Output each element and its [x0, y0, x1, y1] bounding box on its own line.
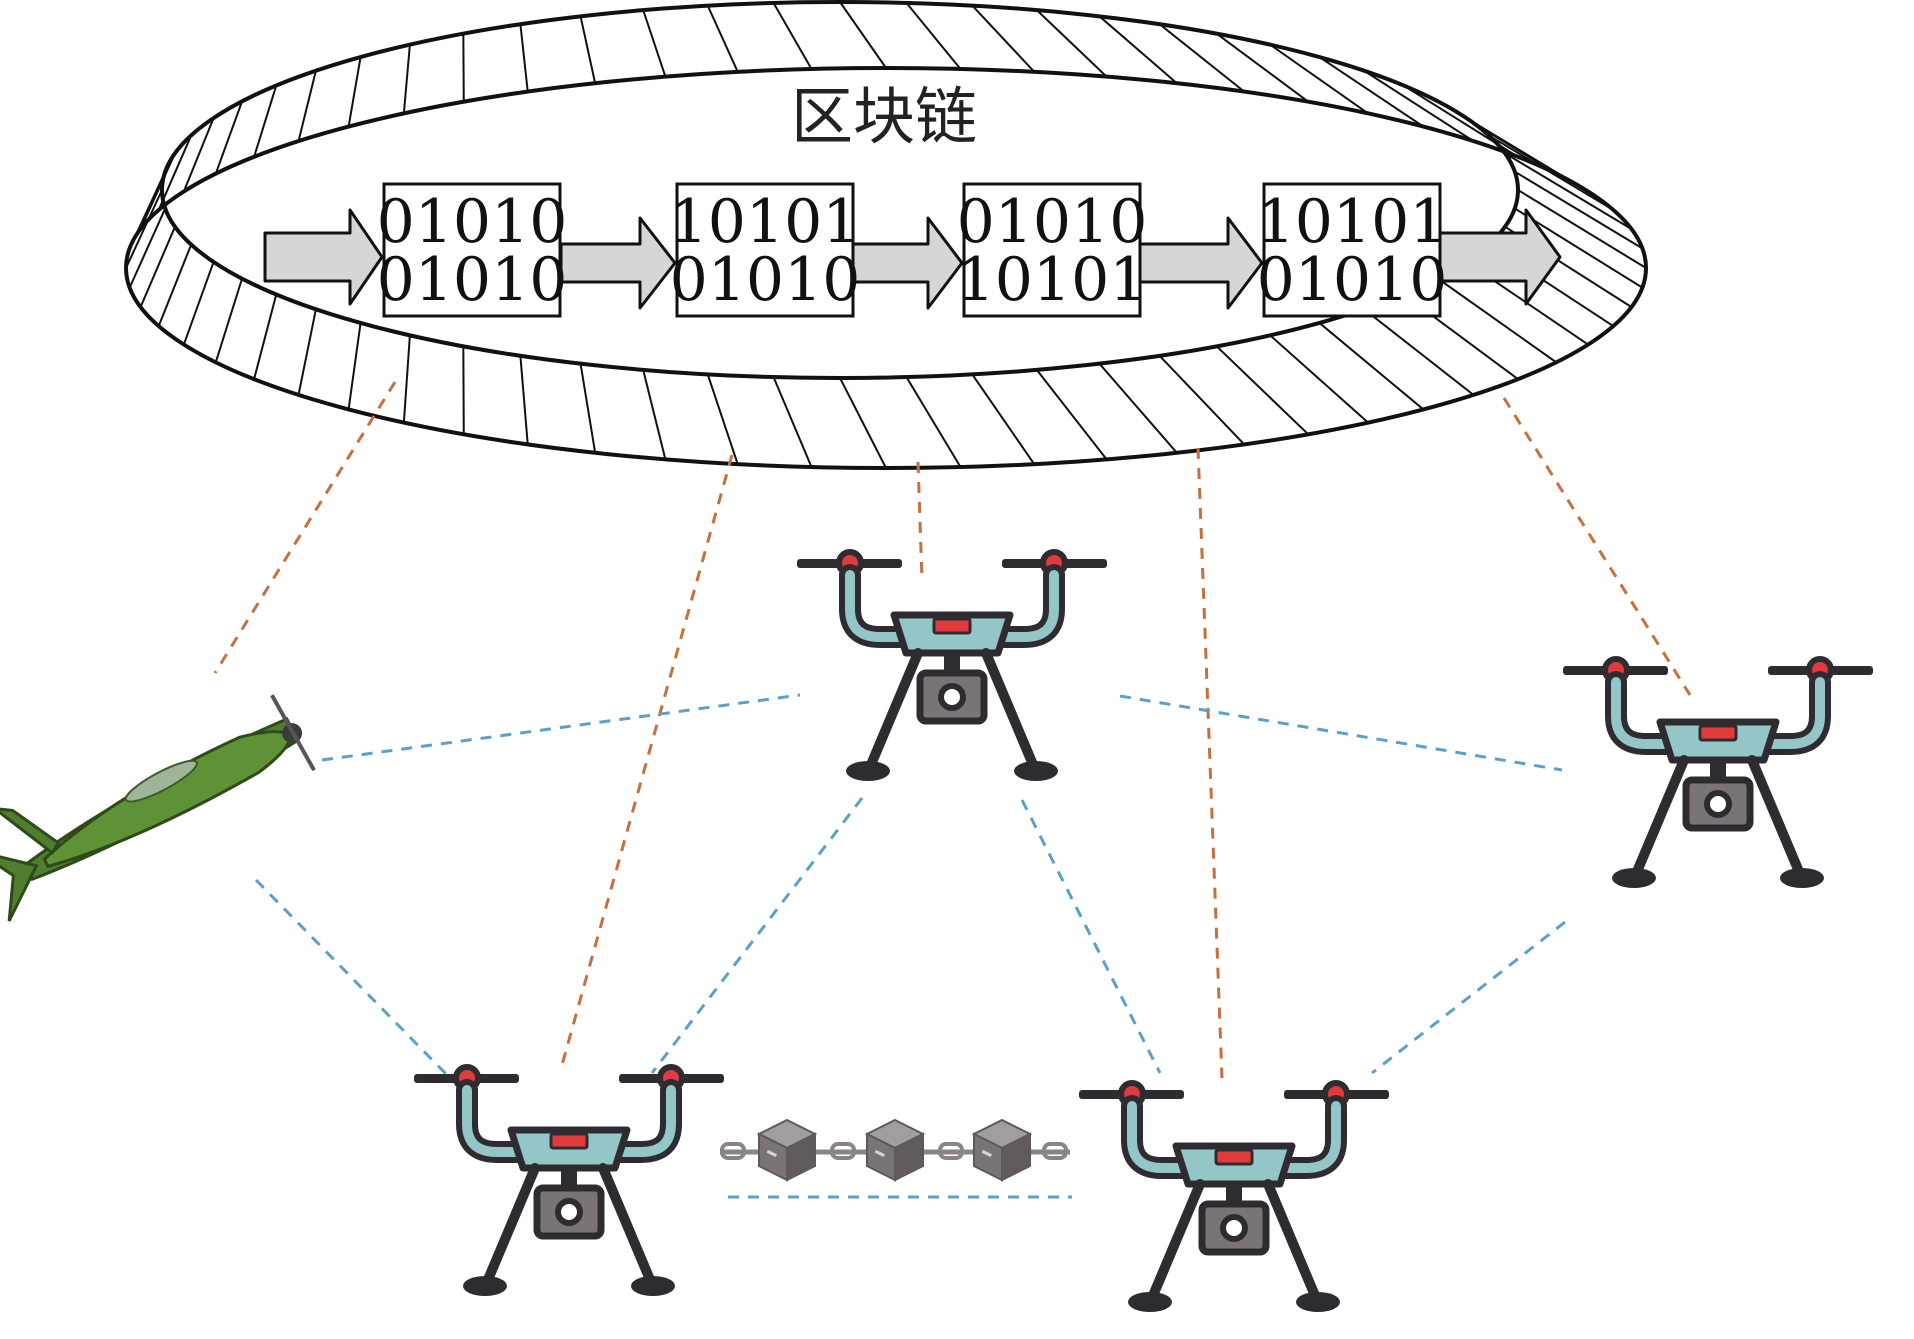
ring-tick [772, 376, 813, 468]
blockchain-title: 区块链 [791, 80, 977, 153]
ring-tick [1158, 355, 1245, 446]
ring-tick [1363, 308, 1475, 396]
ring-tick [706, 374, 739, 465]
ring-tick [182, 261, 215, 345]
ring-tick [1318, 56, 1424, 128]
ring-tick [1036, 369, 1108, 461]
ring-tick [519, 355, 529, 445]
arrow-5 [1438, 208, 1562, 306]
link-drone-top-chain [916, 461, 924, 581]
ring-tick [1216, 32, 1309, 103]
data-block-4-bottom: 01010 [1257, 245, 1448, 315]
blockchain-links [213, 381, 1692, 1079]
ring-tick [1517, 189, 1647, 269]
net-right-br [1371, 920, 1566, 1075]
ring-tick [1269, 334, 1369, 424]
net-top-right [1119, 694, 1563, 772]
ring-tick [706, 5, 739, 73]
data-blocks: 01010 01010 10101 01010 01010 10101 1010… [377, 182, 1448, 318]
data-block-4: 10101 01010 [1257, 182, 1448, 318]
chain-link-4 [1042, 1142, 1068, 1160]
blockchain-ring [124, 0, 1648, 470]
chain-link-3 [938, 1142, 964, 1160]
ring-tick [347, 322, 362, 410]
drone-right-icon [1563, 659, 1873, 888]
ring-tick [402, 44, 411, 114]
ring-tick [214, 101, 243, 175]
network-links [254, 693, 1566, 1199]
ring-tick [182, 117, 215, 192]
data-block-4-top: 10101 [1257, 187, 1448, 257]
drone-bottom-left-icon [414, 1067, 724, 1296]
drone-top-icon [797, 552, 1107, 781]
ring-tick [347, 56, 362, 127]
ring-tick [905, 376, 962, 468]
link-airplane-chain [213, 381, 397, 674]
arrow-4 [1136, 216, 1264, 310]
net-airplane-bl [254, 878, 449, 1077]
ring-tick [971, 373, 1036, 465]
ring-tick [1036, 9, 1108, 78]
ring-tick [642, 9, 667, 77]
link-drone-bl-chain [560, 454, 734, 1066]
drone-bottom-right-icon [1079, 1083, 1389, 1312]
airplane-icon [0, 694, 316, 922]
data-block-2: 10101 01010 [670, 182, 861, 318]
chain-link-2 [830, 1142, 856, 1160]
chain-link-1 [720, 1142, 746, 1160]
ring-tick [1318, 322, 1425, 411]
ring-tick [253, 85, 278, 158]
ring-tick [905, 2, 962, 70]
chain-cube-3 [973, 1119, 1031, 1181]
data-block-3-bottom: 10101 [957, 245, 1148, 315]
ring-tick [1514, 170, 1643, 250]
chain-cube-2 [866, 1119, 924, 1181]
arrow-2 [559, 216, 677, 310]
block-chain-arrows [263, 208, 1562, 310]
data-block-3: 01010 10101 [957, 182, 1148, 318]
ring-tick [1215, 345, 1309, 436]
ring-tick [1098, 363, 1178, 454]
data-block-1-bottom: 01010 [377, 245, 568, 315]
ring-tick [1269, 43, 1369, 115]
ring-tick [1504, 152, 1632, 230]
ring-tick [402, 335, 411, 423]
ring-tick [214, 278, 244, 363]
ring-tick [157, 244, 193, 327]
ring-tick [125, 189, 163, 269]
data-block-2-bottom: 01010 [670, 245, 861, 315]
arrow-1 [263, 208, 384, 306]
cube-chain [720, 1119, 1070, 1181]
ring-tick [1098, 15, 1178, 84]
data-block-2-top: 10101 [670, 187, 861, 257]
data-block-1: 01010 01010 [377, 182, 568, 318]
ring-tick [519, 24, 529, 92]
arrow-3 [849, 216, 964, 310]
ring-tick [1437, 277, 1557, 364]
ring-tick [642, 369, 667, 460]
net-airplane-top [321, 693, 801, 762]
data-block-1-top: 01010 [377, 187, 568, 257]
net-top-br [1020, 799, 1162, 1074]
chain-cube-1 [758, 1119, 816, 1181]
link-drone-right-chain [1502, 397, 1692, 696]
ring-tick [297, 70, 317, 142]
ring-tick [579, 16, 597, 84]
ring-tick [297, 309, 317, 396]
ring-tick [839, 377, 887, 469]
ring-tick [579, 363, 597, 453]
ring-tick [772, 2, 813, 70]
ring-tick [253, 294, 278, 380]
ring-tick [971, 4, 1035, 73]
data-block-3-top: 01010 [957, 187, 1148, 257]
net-top-bl [650, 797, 864, 1074]
ring-tick [1363, 69, 1475, 142]
ring-tick [139, 226, 176, 308]
ring-tick [839, 1, 887, 69]
ring-tick [1158, 23, 1245, 93]
ring-tick [128, 208, 167, 289]
link-drone-br-chain [1196, 447, 1224, 1079]
